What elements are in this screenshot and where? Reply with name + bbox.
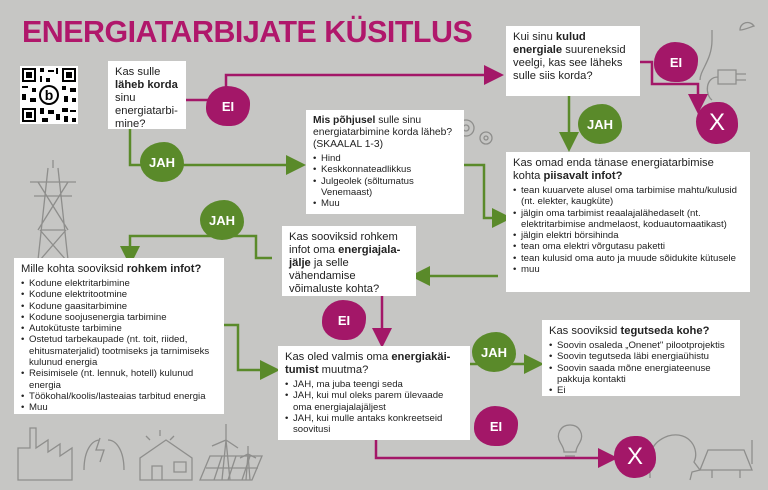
jah-badge-q7: JAH xyxy=(472,332,516,372)
option-list: JAH, ma juba teengi seda JAH, kui mul ol… xyxy=(285,379,463,435)
list-item: jälgin elektri börsihinda xyxy=(513,230,743,242)
jah-badge-q3: JAH xyxy=(578,104,622,144)
list-item: Soovin osaleda „Onenet" pilootprojektis xyxy=(549,340,733,352)
list-item: Autokütuste tarbimine xyxy=(21,323,217,335)
list-item: Kodune elektritootmine xyxy=(21,289,217,301)
house-solar-icon xyxy=(139,430,193,481)
option-list: Soovin osaleda „Onenet" pilootprojektis … xyxy=(549,340,733,397)
list-item: Ostetud tarbekaupade (nt. toit, riided, … xyxy=(21,334,217,368)
qr-code-icon: b xyxy=(20,66,78,124)
list-item: Soovin tegutseda läbi energiaühistu xyxy=(549,351,733,363)
factory-icon xyxy=(17,427,73,481)
lightbulb-icon xyxy=(557,424,583,457)
option-list: Kodune elektritarbimine Kodune elektrito… xyxy=(21,278,217,414)
question-text: Kas sulle xyxy=(115,66,161,78)
jah-badge-q5: JAH xyxy=(200,200,244,240)
question-text: Kui sinu xyxy=(513,31,556,43)
list-item: Töökohal/koolis/lasteaias tarbitud energ… xyxy=(21,391,217,403)
wind-turbine-icon xyxy=(211,424,257,481)
question-bold-text: piisavalt infot? xyxy=(543,170,623,182)
hands-energy-icon xyxy=(83,437,125,471)
question-box-more-info-topics: Mille kohta sooviksid rohkem infot? Kodu… xyxy=(14,258,224,414)
list-item: Muu xyxy=(313,198,457,210)
jah-badge-q1: JAH xyxy=(140,142,184,182)
question-text: suureneksid veelgi, kas see läheks sulle… xyxy=(513,44,626,82)
ev-car-icon xyxy=(699,440,753,478)
question-bold-text: kulud energiale xyxy=(513,31,586,56)
list-item: Kodune soojusenergia tarbimine xyxy=(21,312,217,324)
question-text: Kas sooviksid rohkem infot oma xyxy=(289,231,398,256)
question-bold-text: energiakäi-tumist xyxy=(285,351,451,376)
question-bold-text: tegutseda kohe? xyxy=(620,325,710,337)
question-bold-text: rohkem infot? xyxy=(126,263,202,275)
ei-badge-q1: EI xyxy=(206,86,250,126)
question-box-rising-costs: Kui sinu kulud energiale suureneksid vee… xyxy=(506,26,640,96)
question-bold-text: energiajala-jälje xyxy=(289,244,401,269)
question-box-ready-to-change: Kas oled valmis oma energiakäi-tumist mu… xyxy=(278,346,470,440)
list-item: JAH, kui mul oleks parem ülevaade oma en… xyxy=(285,390,463,413)
arrow-q6-q7 xyxy=(224,323,280,380)
question-text: sinu energiatarbi-mine? xyxy=(115,92,178,130)
solar-panel-icon xyxy=(199,455,263,481)
question-text: Kas oled valmis oma xyxy=(285,351,392,363)
list-item: Keskkonnateadlikkus xyxy=(313,164,457,176)
ei-badge-q5: EI xyxy=(322,300,366,340)
list-item: Reisimisele (nt. lennuk, hotell) kulunud… xyxy=(21,368,217,391)
question-box-reason: Mis põhjusel sulle sinu energiatarbimine… xyxy=(306,110,464,214)
list-item: jälgin oma tarbimist reaalajalähedaselt … xyxy=(513,208,743,231)
end-x-bottom: X xyxy=(614,436,656,478)
arrow-q2-q4 xyxy=(464,163,512,228)
ei-badge-q3: EI xyxy=(654,42,698,82)
end-x-top: X xyxy=(696,102,738,144)
option-list: Hind Keskkonnateadlikkus Julgeolek (sõlt… xyxy=(313,153,457,210)
list-item: tean kuuarvete alusel oma tarbimise maht… xyxy=(513,185,743,208)
page-title: ENERGIATARBIJATE KÜSITLUS xyxy=(22,14,473,49)
plug-icon xyxy=(699,21,756,101)
question-text: sulle sinu energiatarbimine korda läheb?… xyxy=(313,115,453,150)
option-list: tean kuuarvete alusel oma tarbimise maht… xyxy=(513,185,743,276)
list-item: Hind xyxy=(313,153,457,165)
question-text: muutma? xyxy=(318,364,369,376)
question-text: Mille kohta sooviksid xyxy=(21,263,127,275)
svg-text:b: b xyxy=(45,87,54,103)
question-text: ja selle vähendamise võimaluste kohta? xyxy=(289,257,380,295)
question-box-footprint-info: Kas sooviksid rohkem infot oma energiaja… xyxy=(282,226,416,296)
question-text: Kas omad enda tänase energiatarbimise ko… xyxy=(513,157,714,182)
list-item: JAH, ma juba teengi seda xyxy=(285,379,463,391)
question-bold-text: Mis põhjusel xyxy=(313,115,376,126)
list-item: Kodune elektritarbimine xyxy=(21,278,217,290)
question-box-act-now: Kas sooviksid tegutseda kohe? Soovin osa… xyxy=(542,320,740,397)
arrow-q3-ei-x xyxy=(638,60,708,114)
list-item: JAH, kui mulle antaks konkreetseid soovi… xyxy=(285,413,463,436)
question-bold-text: läheb korda xyxy=(115,79,178,91)
list-item: Ei xyxy=(549,385,733,397)
arrow-q5-jah-q6 xyxy=(120,234,272,266)
list-item: Soovin saada mõne energiateenuse pakkuja… xyxy=(549,363,733,386)
arrow-q1-jah-q2 xyxy=(128,128,306,175)
ei-badge-q7: EI xyxy=(474,406,518,446)
arrow-q7-ei-x xyxy=(374,440,618,468)
list-item: Muu xyxy=(21,402,217,414)
list-item: tean oma elektri võrgutasu paketti xyxy=(513,241,743,253)
power-pylon-icon xyxy=(30,160,76,261)
list-item: muu xyxy=(513,264,743,276)
question-box-enough-info: Kas omad enda tänase energiatarbimise ko… xyxy=(506,152,750,292)
question-box-cares-about-consumption: Kas sulle läheb korda sinu energiatarbi-… xyxy=(108,61,186,130)
list-item: Julgeolek (sõltumatus Venemaast) xyxy=(313,176,457,199)
list-item: Kodune gaasitarbimine xyxy=(21,301,217,313)
list-item: tean kulusid oma auto ja muude sõidukite… xyxy=(513,253,743,265)
question-text: Kas sooviksid xyxy=(549,325,621,337)
